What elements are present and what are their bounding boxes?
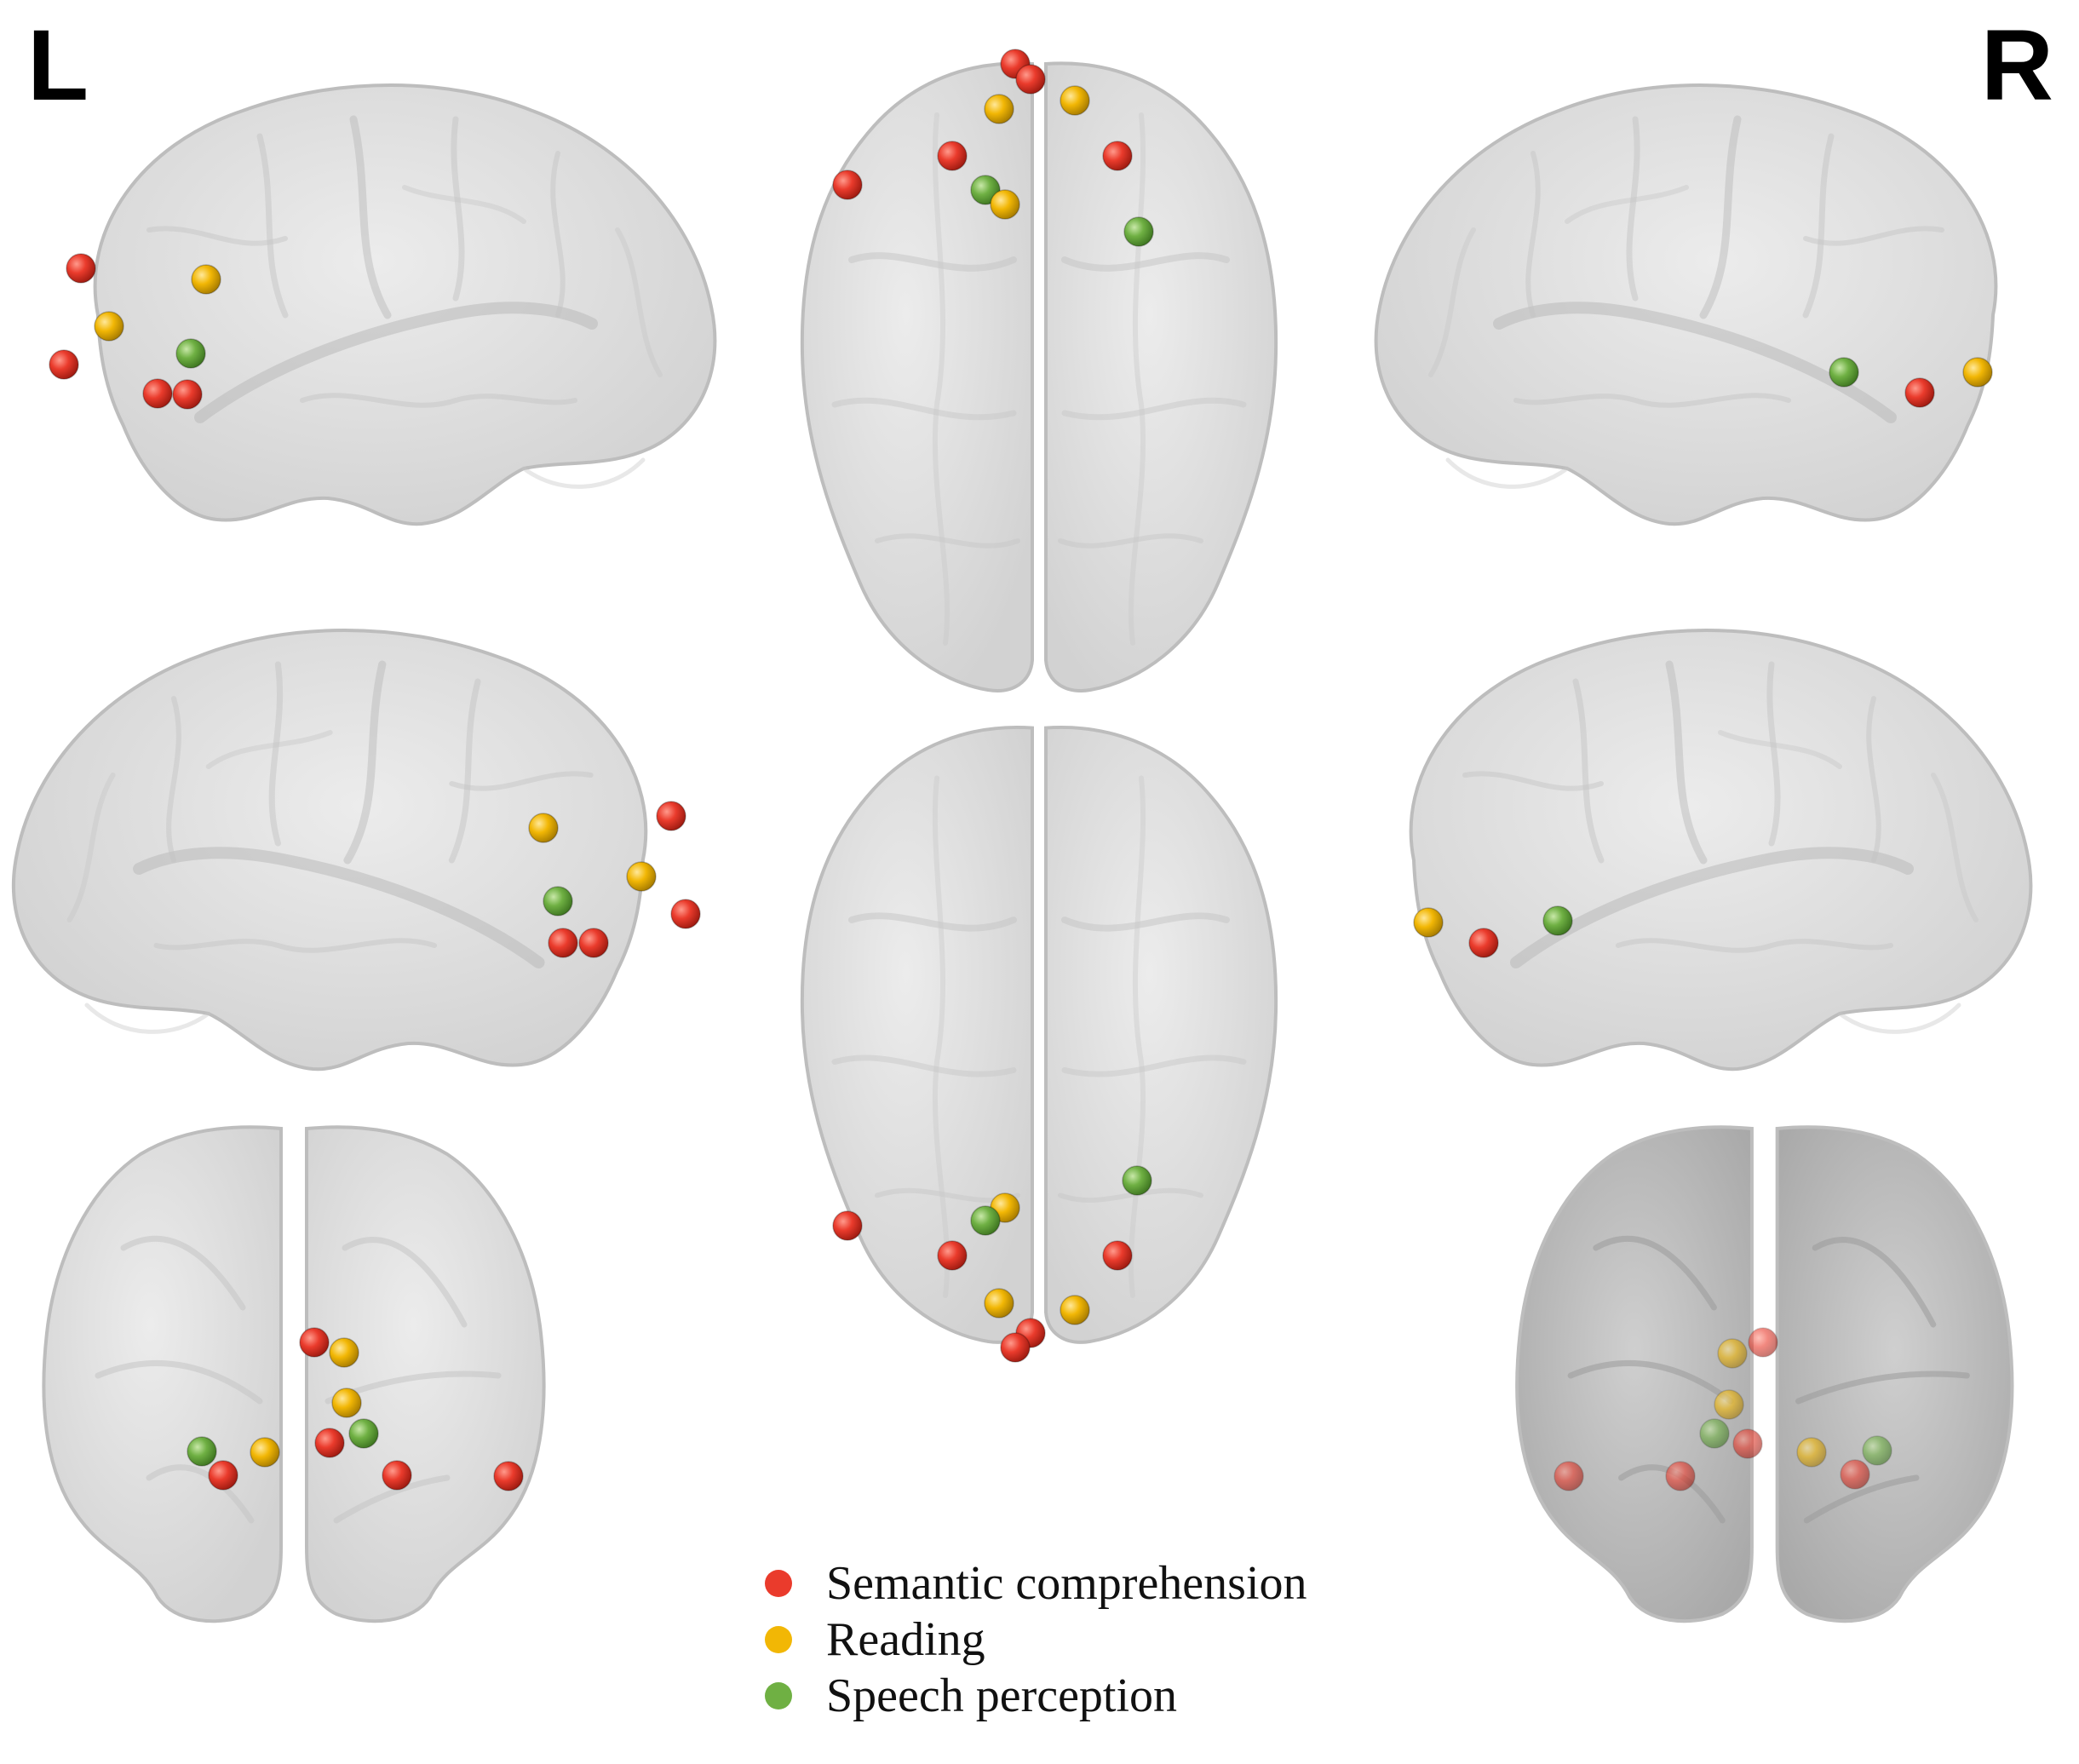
brain-view-posterior — [1515, 1125, 2014, 1623]
speech-focus-marker — [1122, 1165, 1152, 1196]
reading-focus-marker — [528, 813, 559, 843]
reading-focus-marker — [984, 1288, 1014, 1319]
semantic-focus-marker — [670, 899, 701, 929]
semantic-focus-marker — [49, 349, 79, 380]
speech-focus-marker — [970, 1205, 1001, 1236]
speech-focus-marker — [1829, 357, 1859, 388]
speech-focus-marker — [187, 1436, 217, 1467]
reading-focus-marker — [331, 1388, 362, 1418]
semantic-focus-marker — [493, 1461, 524, 1491]
reading-focus-marker — [984, 94, 1014, 124]
right-hemisphere-label: R — [1980, 9, 2053, 122]
semantic-focus-marker — [382, 1460, 412, 1491]
brain-view-inferior — [802, 727, 1276, 1342]
reading-focus-marker — [1413, 907, 1444, 938]
semantic-focus-marker — [1748, 1327, 1778, 1358]
reading-focus-marker — [191, 264, 221, 295]
legend-label: Semantic comprehension — [826, 1557, 1307, 1610]
reading-focus-marker — [1060, 1295, 1090, 1325]
semantic-focus-marker — [656, 801, 686, 831]
speech-focus-marker — [1542, 905, 1573, 936]
speech-dot-icon — [765, 1682, 792, 1709]
brain-view-left-medial — [14, 630, 646, 1069]
reading-focus-marker — [329, 1337, 359, 1368]
reading-focus-marker — [1060, 85, 1090, 116]
semantic-focus-marker — [1102, 1240, 1133, 1271]
reading-focus-marker — [626, 861, 657, 892]
semantic-focus-marker — [314, 1428, 345, 1458]
semantic-focus-marker — [937, 141, 968, 171]
legend: Semantic comprehension Reading Speech pe… — [765, 1555, 1307, 1724]
reading-focus-marker — [1717, 1338, 1748, 1369]
speech-focus-marker — [543, 886, 573, 916]
reading-dot-icon — [765, 1626, 792, 1653]
legend-item-semantic: Semantic comprehension — [765, 1555, 1307, 1612]
semantic-focus-marker — [1102, 141, 1133, 171]
semantic-focus-marker — [578, 928, 609, 958]
speech-focus-marker — [1862, 1435, 1892, 1466]
brain-view-superior — [802, 63, 1276, 691]
brain-view-anterior — [42, 1125, 546, 1623]
semantic-focus-marker — [208, 1460, 238, 1491]
semantic-focus-marker — [832, 170, 863, 200]
semantic-focus-marker — [1840, 1459, 1870, 1490]
legend-item-reading: Reading — [765, 1612, 1307, 1668]
semantic-focus-marker — [937, 1240, 968, 1271]
speech-focus-marker — [1123, 216, 1154, 247]
semantic-focus-marker — [1468, 928, 1499, 958]
semantic-focus-marker — [1015, 64, 1046, 95]
brain-view-right-medial — [1411, 630, 2031, 1069]
reading-focus-marker — [250, 1437, 280, 1468]
semantic-focus-marker — [1554, 1461, 1584, 1491]
reading-focus-marker — [1714, 1389, 1744, 1420]
reading-focus-marker — [1796, 1437, 1827, 1468]
semantic-focus-marker — [548, 928, 578, 958]
speech-focus-marker — [175, 338, 206, 369]
legend-label: Reading — [826, 1613, 985, 1666]
semantic-focus-marker — [1000, 1332, 1031, 1363]
semantic-focus-marker — [66, 253, 96, 284]
semantic-focus-marker — [1665, 1461, 1696, 1491]
reading-focus-marker — [1962, 357, 1993, 388]
semantic-focus-marker — [172, 379, 203, 410]
semantic-focus-marker — [299, 1327, 330, 1358]
semantic-focus-marker — [832, 1210, 863, 1241]
semantic-dot-icon — [765, 1570, 792, 1597]
left-hemisphere-label: L — [27, 9, 89, 122]
semantic-focus-marker — [1904, 377, 1935, 408]
reading-focus-marker — [990, 189, 1020, 220]
legend-label: Speech perception — [826, 1669, 1178, 1722]
speech-focus-marker — [1699, 1418, 1730, 1449]
brain-view-left-lateral — [95, 85, 715, 524]
legend-item-speech: Speech perception — [765, 1668, 1307, 1724]
brain-view-right-lateral — [1376, 85, 1996, 524]
reading-focus-marker — [94, 311, 124, 342]
semantic-focus-marker — [1732, 1428, 1763, 1459]
speech-focus-marker — [348, 1418, 379, 1449]
semantic-focus-marker — [142, 378, 173, 409]
